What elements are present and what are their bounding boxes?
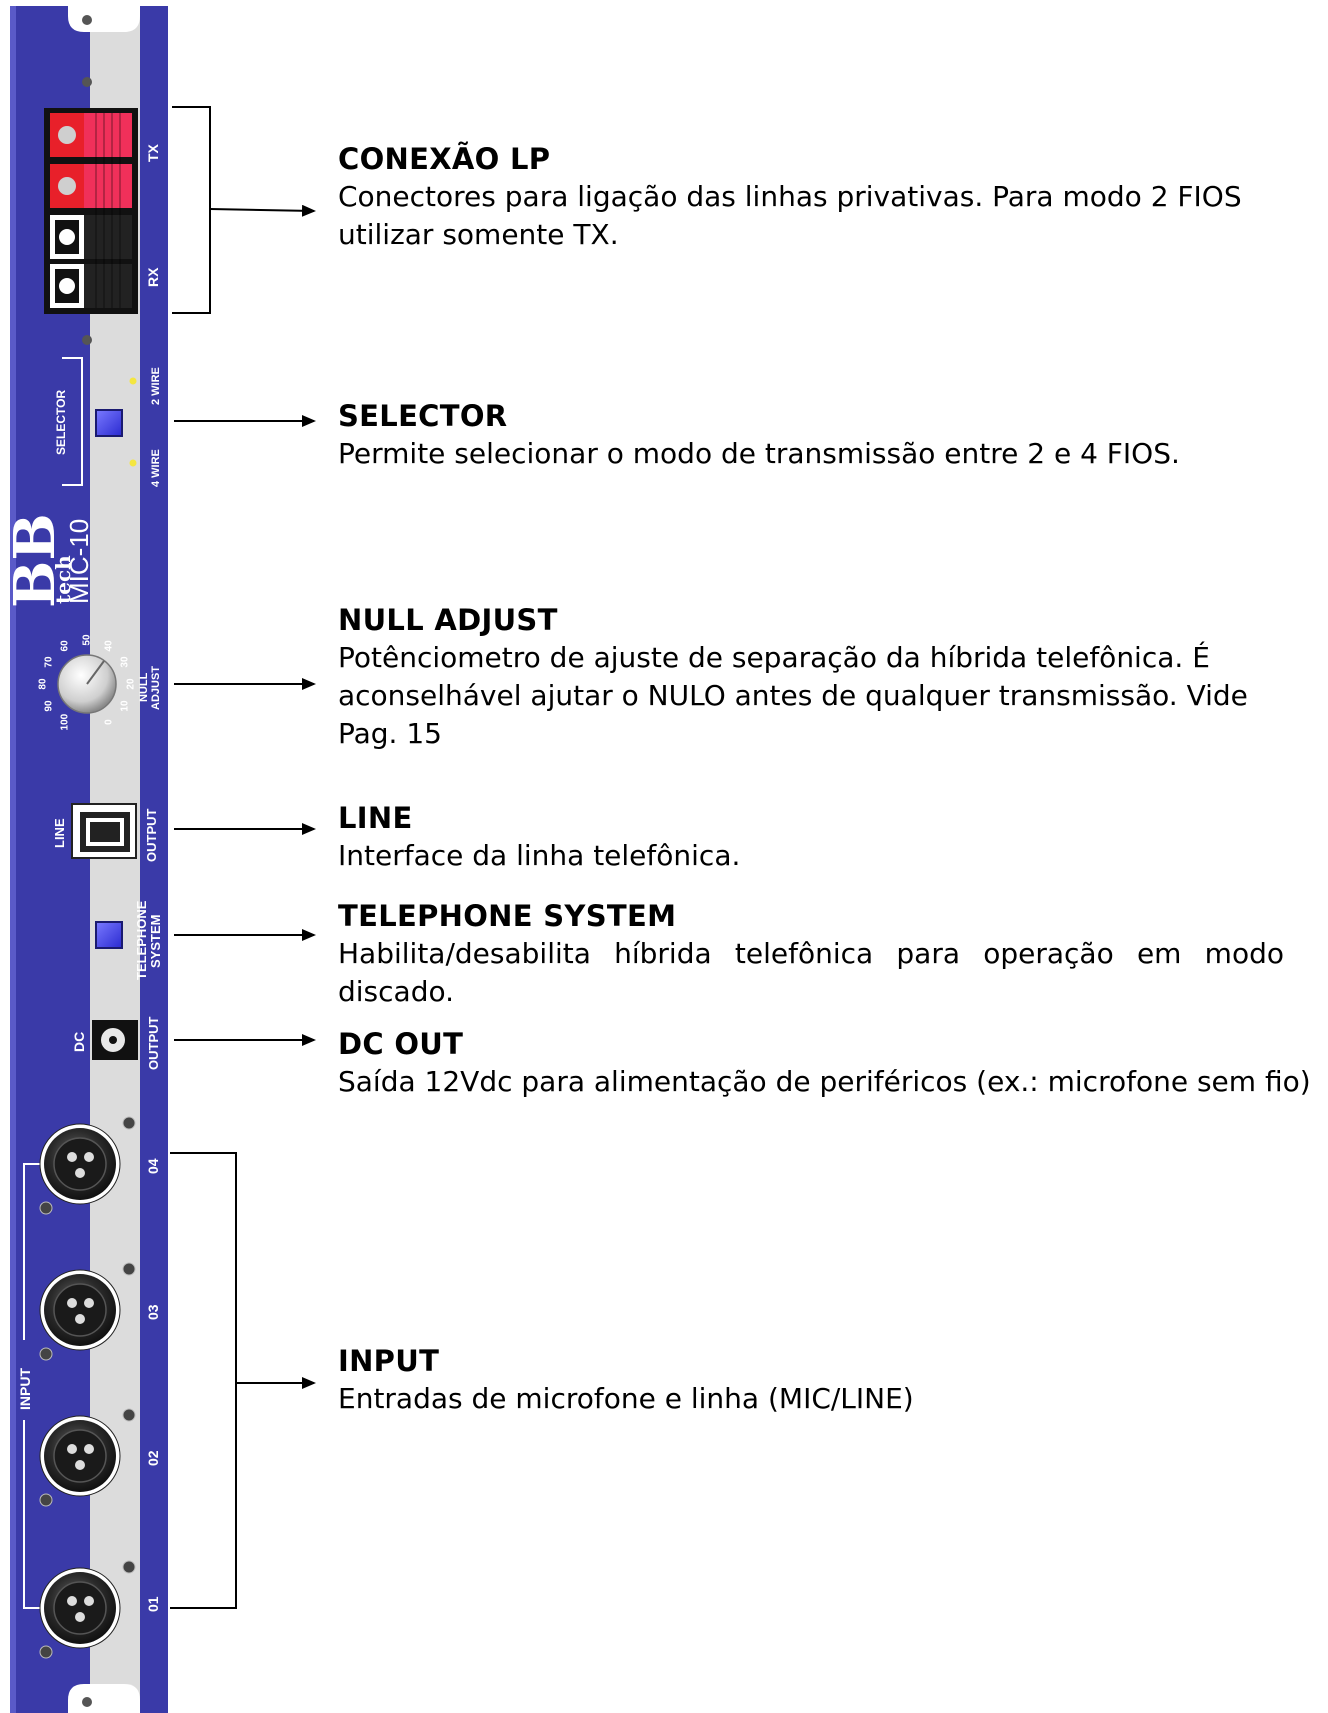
- telephone-title: TELEPHONE SYSTEM: [338, 899, 677, 933]
- input-text: Entradas de microfone e linha (MIC/LINE): [338, 1382, 914, 1415]
- line-output-label: OUTPUT: [144, 809, 159, 863]
- callouts: [170, 106, 316, 1609]
- telephone-text: Habilita/desabilita híbrida telefônica p…: [338, 937, 1284, 1008]
- screw-icon: [82, 1697, 92, 1707]
- screw-icon: [82, 77, 92, 87]
- selector-label: SELECTOR: [54, 390, 68, 455]
- system-label: SYSTEM: [148, 915, 163, 968]
- led-2-wire-icon: [129, 377, 137, 385]
- dc-output-label: OUTPUT: [146, 1017, 161, 1071]
- xlr-input-connector[interactable]: [39, 1116, 136, 1215]
- xlr-input-connector[interactable]: [39, 1408, 136, 1507]
- telephone-system-switch-group: TELEPHONE SYSTEM: [95, 900, 163, 980]
- dc-out-text: Saída 12Vdc para alimentação de periféri…: [338, 1065, 1311, 1098]
- input-section: INPUT Entradas de microfone e linha (MIC…: [338, 1342, 1318, 1418]
- selector-title: SELECTOR: [338, 399, 508, 433]
- brand-logo: BB tech MIC-10: [2, 513, 94, 608]
- conexao-title: CONEXÃO LP: [338, 142, 551, 176]
- conexao-section: CONEXÃO LP Conectores para ligação das l…: [338, 140, 1318, 254]
- telephone-section: TELEPHONE SYSTEM Habilita/desabilita híb…: [338, 897, 1318, 1011]
- null-adjust-section: NULL ADJUST Potênciometro de ajuste de s…: [338, 601, 1318, 753]
- knob-scale: 0 10 20 30 40 50 60 70 80 90 100: [38, 634, 137, 730]
- selector-section: SELECTOR Permite selecionar o modo de tr…: [338, 397, 1318, 473]
- knob-scale-label: 50: [82, 634, 93, 646]
- xlr-input-connector[interactable]: [39, 1560, 136, 1659]
- four-wire-label: 4 WIRE: [150, 449, 162, 487]
- xlr-input-connector[interactable]: [39, 1262, 136, 1361]
- conexao-arrow: [209, 204, 316, 217]
- line-title: LINE: [338, 801, 413, 835]
- knob-scale-label: 0: [104, 719, 115, 725]
- knob-scale-label: 30: [120, 656, 131, 668]
- selector-switch-group: SELECTOR 2 WIRE 4 WIRE: [54, 357, 162, 487]
- telephone-label: TELEPHONE: [134, 900, 149, 980]
- led-4-wire-icon: [129, 459, 137, 467]
- knob-scale-label: 90: [44, 700, 55, 712]
- screw-icon: [82, 15, 92, 25]
- knob-scale-label: 70: [44, 656, 55, 668]
- adjust-label: ADJUST: [150, 666, 162, 710]
- dc-out-section: DC OUT Saída 12Vdc para alimentação de p…: [338, 1025, 1318, 1101]
- ch2-label: 02: [145, 1450, 161, 1466]
- null-label: NULL: [138, 672, 150, 702]
- selector-button[interactable]: [95, 409, 123, 437]
- knob-scale-label: 40: [104, 640, 115, 652]
- two-wire-label: 2 WIRE: [150, 367, 162, 405]
- knob-scale-label: 60: [60, 640, 71, 652]
- dc-label: DC: [71, 1032, 87, 1052]
- ch4-label: 04: [145, 1158, 161, 1174]
- dc-out-title: DC OUT: [338, 1027, 464, 1061]
- input-bracket: [170, 1152, 237, 1609]
- dc-output-jack: DC OUTPUT: [71, 1017, 161, 1071]
- conexao-text: Conectores para ligação das linhas priva…: [338, 180, 1242, 251]
- null-adjust-text: Potênciometro de ajuste de separação da …: [338, 641, 1248, 750]
- knob-scale-label: 10: [120, 700, 131, 712]
- input-label: INPUT: [17, 1368, 33, 1410]
- input-title: INPUT: [338, 1344, 440, 1378]
- telephone-system-button[interactable]: [95, 921, 123, 949]
- knob-scale-label: 80: [38, 678, 49, 690]
- lp-terminal-block: [44, 108, 138, 314]
- line-output-jack: LINE OUTPUT: [52, 803, 159, 863]
- ch1-label: 01: [145, 1596, 161, 1612]
- screw-icon: [82, 335, 92, 345]
- input-group: INPUT 04 03 02 01: [17, 1116, 161, 1659]
- line-label: LINE: [52, 818, 67, 848]
- rx-label: RX: [145, 267, 161, 287]
- logo-brand-text: BB: [2, 513, 68, 608]
- null-adjust-potentiometer: 0 10 20 30 40 50 60 70 80 90 100 NULL ADJUST: [38, 634, 162, 730]
- line-section: LINE Interface da linha telefônica.: [338, 799, 1318, 875]
- ch3-label: 03: [145, 1304, 161, 1320]
- tx-label: TX: [145, 143, 161, 162]
- knob-scale-label: 100: [60, 713, 71, 730]
- selector-text: Permite selecionar o modo de transmissão…: [338, 437, 1180, 470]
- null-adjust-title: NULL ADJUST: [338, 603, 558, 637]
- model-label: MIC-10: [64, 519, 94, 604]
- line-text: Interface da linha telefônica.: [338, 839, 741, 872]
- conexao-bracket: [172, 106, 211, 314]
- logo-sub-text: tech: [51, 555, 75, 604]
- knob-scale-label: 20: [126, 678, 137, 690]
